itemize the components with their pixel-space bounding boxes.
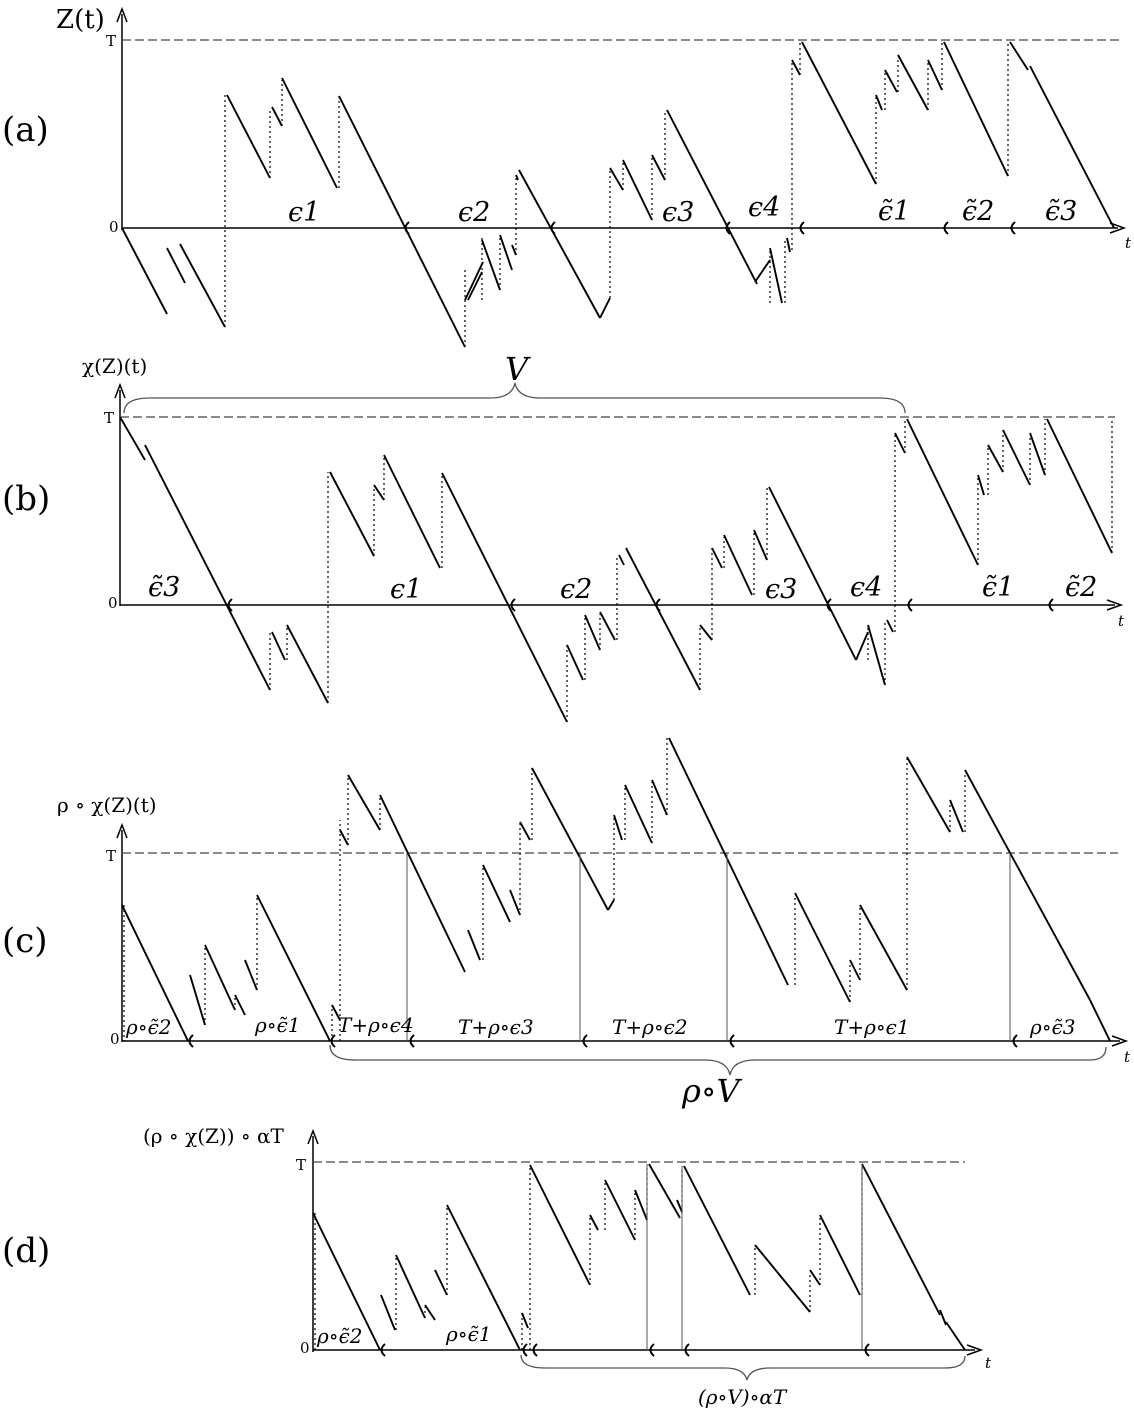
panel-c-y-axis-arrow	[116, 822, 128, 839]
panel-b-T-tick: T	[104, 409, 114, 427]
panel-d-ylabel: (ρ ∘ χ(Z)) ∘ αT	[143, 1124, 285, 1148]
panel-a-label: (a)	[2, 110, 49, 150]
panel-a-ylabel: Z(t)	[56, 5, 105, 35]
panel-b-segment-5: ϵ4	[850, 572, 882, 603]
panel-b-segment-7: ϵ̃2	[1065, 572, 1097, 603]
panel-c: (c) ρ ∘ χ(Z)(t) T 0 t	[2, 737, 1131, 1110]
panel-c-t-axis-label: t	[1124, 1048, 1131, 1066]
panel-c-segment-6: T+ρ∘ϵ1	[834, 1015, 910, 1039]
panel-b-segment-4: ϵ3	[765, 574, 797, 605]
panel-b-segment-2: ϵ1	[390, 574, 422, 605]
panel-c-T-tick: T	[106, 847, 116, 865]
panel-a-T-tick: T	[106, 32, 116, 50]
panel-a: (a) Z(t) T 0 t	[2, 5, 1132, 348]
panel-a-segment-3: ϵ3	[662, 197, 694, 228]
panel-d-y-axis-arrow	[307, 1128, 319, 1145]
panel-a-zero-tick: 0	[109, 218, 119, 236]
panel-c-returns	[188, 1034, 1018, 1048]
panel-b-t-axis-label: t	[1118, 612, 1125, 630]
panel-b-y-axis-arrow	[114, 382, 126, 399]
panel-a-segment-4: ϵ4	[748, 192, 780, 223]
panel-a-segment-5: ϵ̃1	[878, 196, 910, 227]
panel-a-segment-2: ϵ2	[458, 197, 490, 228]
panel-c-segment-4: T+ρ∘ϵ3	[458, 1015, 534, 1039]
panel-a-returns	[404, 221, 1016, 235]
panel-c-path	[121, 737, 1111, 1042]
panel-c-brace	[329, 1044, 1107, 1076]
panel-c-zero-tick: 0	[110, 1030, 120, 1048]
panel-c-ylabel: ρ ∘ χ(Z)(t)	[57, 793, 157, 817]
panel-a-segment-7: ϵ̃3	[1045, 196, 1077, 227]
panel-c-label: (c)	[2, 921, 48, 961]
panel-d: (d) (ρ ∘ χ(Z)) ∘ αT T 0 t	[2, 1124, 992, 1409]
panel-a-segment-6: ϵ̃2	[962, 196, 994, 227]
panel-c-brace-label: ρ∘V	[681, 1072, 743, 1110]
panel-d-segment-2: ρ∘ϵ̃1	[445, 1322, 492, 1346]
panel-a-segment-1: ϵ1	[288, 197, 320, 228]
panel-a-path	[121, 41, 1115, 348]
panel-c-segment-5: T+ρ∘ϵ2	[612, 1015, 688, 1039]
panel-d-segment-1: ρ∘ϵ̃2	[316, 1324, 363, 1348]
panel-b-returns	[227, 598, 1054, 612]
panel-b-brace	[123, 382, 906, 414]
panel-d-returns	[380, 1343, 870, 1357]
panel-d-path	[312, 1163, 966, 1351]
panel-c-segment-1: ρ∘ϵ̃2	[125, 1015, 172, 1039]
panel-d-t-axis-label: t	[985, 1354, 992, 1372]
panel-d-brace-label: (ρ∘V)∘αT	[698, 1385, 788, 1409]
panel-b-segment-3: ϵ2	[560, 574, 592, 605]
panel-d-x-axis-arrow	[966, 1344, 984, 1356]
panel-c-segment-7: ρ∘ϵ̃3	[1029, 1015, 1076, 1039]
panel-c-segment-3: T+ρ∘ϵ4	[338, 1013, 414, 1037]
panel-b-segment-6: ϵ̃1	[982, 572, 1014, 603]
panel-b-label: (b)	[2, 479, 50, 519]
panel-d-label: (d)	[2, 1231, 50, 1271]
panel-d-zero-tick: 0	[300, 1339, 310, 1357]
panel-b-path	[119, 416, 1113, 723]
panel-d-T-tick: T	[296, 1156, 306, 1174]
panel-b: (b) χ(Z)(t) T 0 t V	[2, 350, 1125, 723]
panel-b-ylabel: χ(Z)(t)	[82, 354, 147, 378]
panel-b-segment-1: ϵ̃3	[148, 572, 180, 603]
panel-a-x-axis-arrow	[1109, 222, 1127, 234]
panel-a-y-axis-arrow	[116, 6, 128, 23]
panel-d-brace	[520, 1354, 966, 1381]
panel-b-x-axis-arrow	[1106, 599, 1124, 611]
panel-c-segment-2: ρ∘ϵ̃1	[254, 1013, 301, 1037]
panel-c-x-axis-arrow	[1111, 1035, 1129, 1047]
panel-b-zero-tick: 0	[108, 594, 118, 612]
panel-a-t-axis-label: t	[1125, 234, 1132, 252]
panel-b-brace-label: V	[505, 350, 531, 388]
